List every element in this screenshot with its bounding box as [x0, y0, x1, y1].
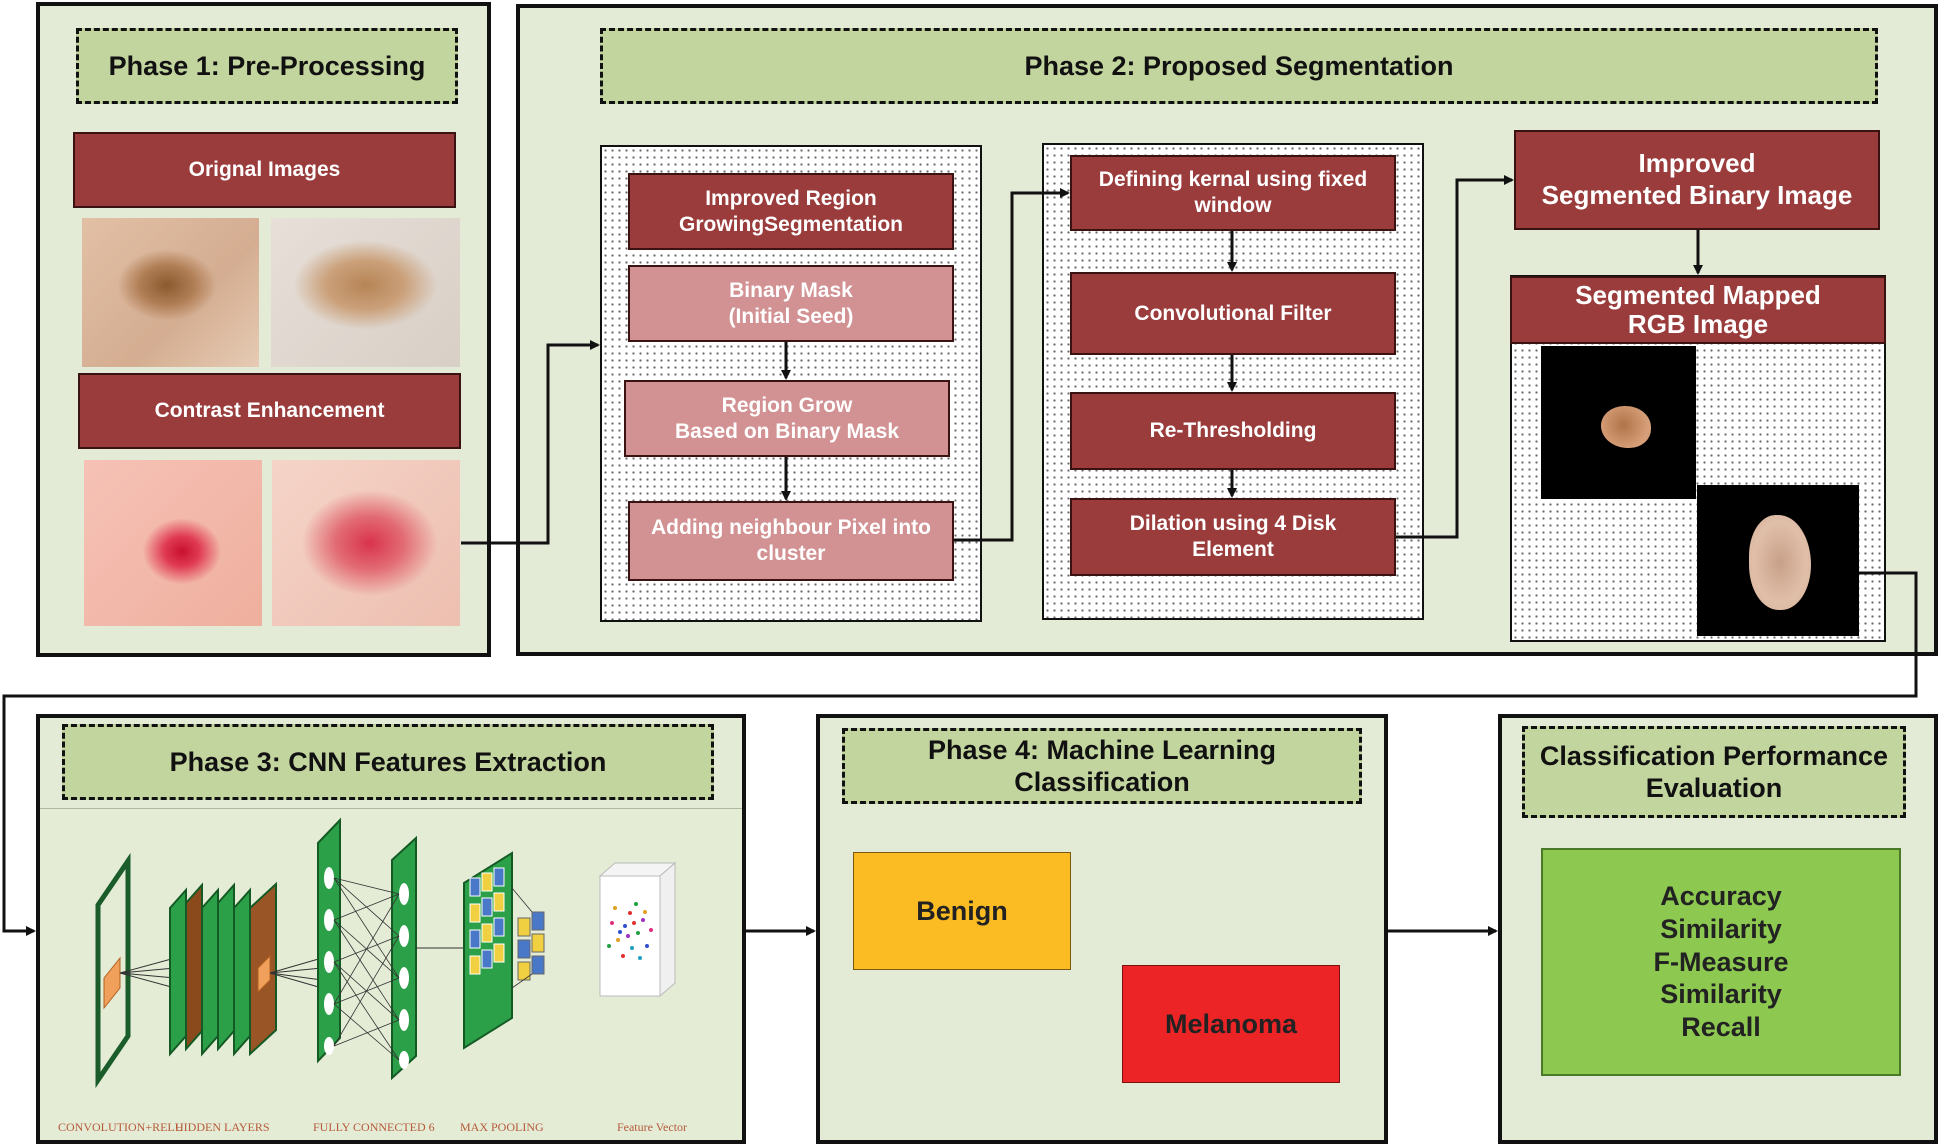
- metric-similarity-2: Similarity: [1660, 979, 1782, 1010]
- region-grow-box: Region Grow Based on Binary Mask: [624, 380, 950, 457]
- metric-recall: Recall: [1681, 1012, 1761, 1043]
- original-image-2: [271, 218, 460, 367]
- segmented-output-1: [1541, 346, 1696, 499]
- original-images-label: Orignal Images: [73, 132, 456, 208]
- phase5-title: Classification Performance Evaluation: [1522, 726, 1906, 818]
- melanoma-label: Melanoma: [1164, 1008, 1298, 1039]
- metric-accuracy: Accuracy: [1660, 880, 1782, 911]
- defining-kernel-box: Defining kernal using fixed window: [1070, 155, 1396, 231]
- benign-label: Benign: [916, 895, 1008, 926]
- metric-similarity-1: Similarity: [1660, 913, 1782, 944]
- metrics-box: Accuracy Similarity F-Measure Similarity…: [1541, 848, 1901, 1076]
- improved-binary-image-box: Improved Segmented Binary Image: [1514, 130, 1880, 230]
- phase2-title: Phase 2: Proposed Segmentation: [600, 28, 1878, 104]
- cnn-label-fully-connected: FULLY CONNECTED 6: [313, 1120, 435, 1134]
- phase3-title: Phase 3: CNN Features Extraction: [62, 724, 714, 800]
- adding-neighbour-box: Adding neighbour Pixel into cluster: [628, 501, 954, 581]
- cnn-label-feature-vector: Feature Vector: [616, 1120, 688, 1134]
- cnn-label-max-pooling: MAX POOLING: [460, 1120, 544, 1134]
- segmented-mapped-rgb-box: Segmented Mapped RGB Image: [1510, 276, 1886, 344]
- region-growing-box: Improved Region GrowingSegmentation: [628, 173, 954, 250]
- convolutional-filter-box: Convolutional Filter: [1070, 272, 1396, 355]
- enhanced-image-2: [272, 460, 460, 626]
- melanoma-box: Melanoma: [1122, 965, 1340, 1083]
- cnn-label-hidden-layers: HIDDEN LAYERS: [175, 1120, 270, 1134]
- dilation-box: Dilation using 4 Disk Element: [1070, 498, 1396, 576]
- segmented-output-2: [1697, 485, 1859, 636]
- phase4-title: Phase 4: Machine Learning Classification: [842, 728, 1362, 804]
- re-thresholding-box: Re-Thresholding: [1070, 392, 1396, 470]
- contrast-enhancement-label: Contrast Enhancement: [78, 373, 461, 449]
- metric-f-measure: F-Measure: [1653, 946, 1789, 977]
- binary-mask-box: Binary Mask (Initial Seed): [628, 265, 954, 342]
- enhanced-image-1: [84, 460, 262, 626]
- original-image-1: [82, 218, 259, 367]
- cnn-diagram: [95, 817, 677, 1089]
- cnn-label-convolution: CONVOLUTION+RELU: [58, 1120, 184, 1134]
- phase1-title: Phase 1: Pre-Processing: [76, 28, 458, 104]
- benign-box: Benign: [853, 852, 1071, 970]
